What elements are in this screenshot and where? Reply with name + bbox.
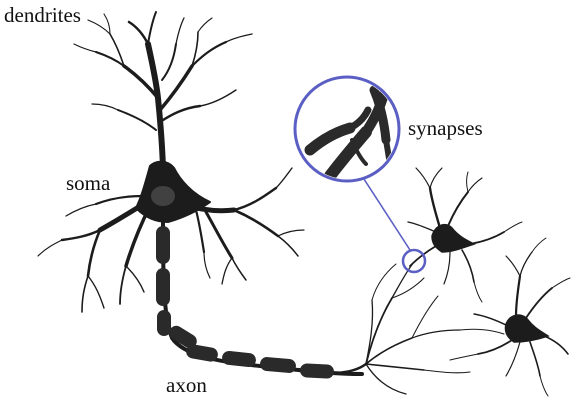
apical-dendrites bbox=[74, 12, 252, 168]
dendrites-label: dendrites bbox=[4, 5, 81, 26]
basal-dendrites-right bbox=[182, 168, 304, 284]
myelin-sheath bbox=[156, 226, 334, 379]
synapses-label: synapses bbox=[408, 118, 483, 139]
target-neuron-upper bbox=[408, 168, 522, 302]
axon-label: axon bbox=[166, 375, 207, 396]
basal-dendrites-left bbox=[38, 196, 150, 312]
synapse-magnifier bbox=[295, 77, 425, 272]
soma-label: soma bbox=[66, 173, 110, 194]
